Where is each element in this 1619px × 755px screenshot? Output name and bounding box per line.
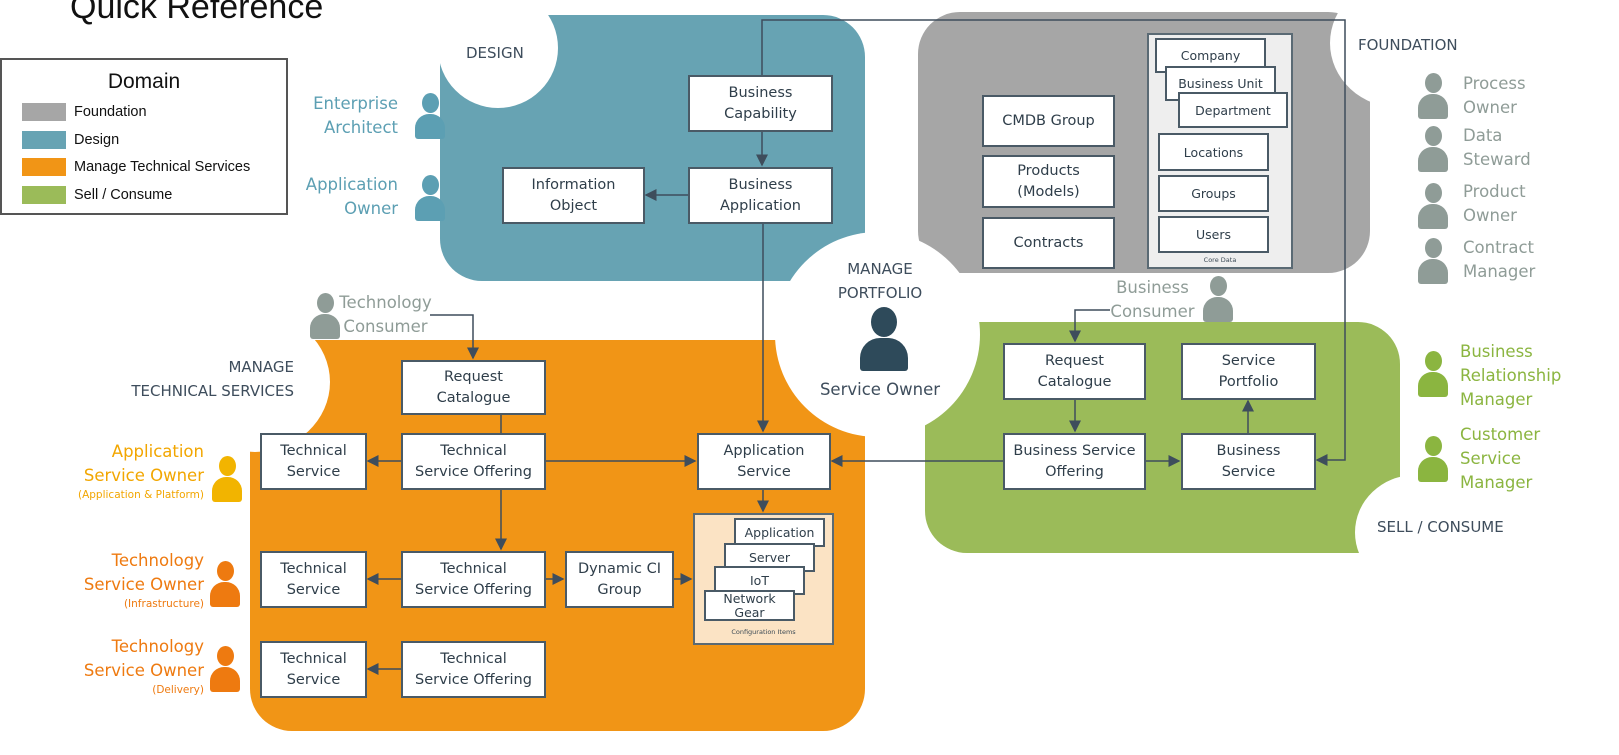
sell-consume-label: SELL / CONSUME [1377, 518, 1504, 536]
application-owner-label: Application Owner [305, 175, 398, 218]
technology-consumer-icon [310, 293, 340, 339]
manage-portfolio-label: MANAGE PORTFOLIO [837, 260, 923, 302]
technical-service-box-3[interactable]: Technical Service [260, 641, 367, 698]
locations-box[interactable]: Locations [1158, 133, 1269, 171]
process-owner-label: Process Owner [1463, 74, 1526, 117]
department-box[interactable]: Department [1178, 92, 1288, 128]
business-consumer-label: Business Consumer [1110, 278, 1195, 321]
product-owner-icon [1418, 183, 1448, 229]
legend-item-design: Design [22, 131, 119, 149]
service-owner-icon [860, 307, 908, 371]
contract-manager-icon [1418, 238, 1448, 284]
legend-title: Domain [107, 70, 181, 93]
customer-service-manager-icon [1418, 436, 1448, 482]
business-application-box[interactable]: Business Application [688, 167, 833, 224]
legend-item-manage-technical: Manage Technical Services [22, 158, 250, 176]
business-relationship-manager-icon [1418, 351, 1448, 397]
sell-request-catalogue-box[interactable]: Request Catalogue [1003, 343, 1146, 400]
application-service-owner-label: Application Service Owner(Application & … [77, 442, 204, 501]
contract-manager-label: Contract Manager [1463, 238, 1536, 281]
legend-item-foundation: Foundation [22, 103, 147, 121]
users-box[interactable]: Users [1158, 216, 1269, 253]
legend: Domain Foundation Design Manage Technica… [0, 58, 288, 215]
products-box[interactable]: Products (Models) [982, 155, 1115, 208]
technology-service-owner-delivery-icon [210, 646, 240, 692]
technology-service-owner-infra-label: Technology Service Owner(Infrastructure) [83, 551, 204, 610]
application-owner-icon [415, 175, 445, 221]
technical-service-offering-box-3[interactable]: Technical Service Offering [401, 641, 546, 698]
core-data-label: Core Data [1203, 256, 1237, 264]
business-capability-box[interactable]: Business Capability [688, 75, 833, 132]
tech-request-catalogue-box[interactable]: Request Catalogue [401, 360, 546, 415]
cmdb-group-box[interactable]: CMDB Group [982, 95, 1115, 147]
product-owner-label: Product Owner [1463, 182, 1526, 225]
contracts-box[interactable]: Contracts [982, 217, 1115, 269]
manage-technical-label: MANAGE TECHNICAL SERVICES [131, 358, 294, 400]
page-title: Quick Reference [70, 0, 324, 26]
service-owner-label: Service Owner [819, 380, 941, 399]
technology-service-owner-infra-icon [210, 561, 240, 607]
ci-network-gear-box[interactable]: Network Gear [704, 590, 795, 621]
business-relationship-manager-label: Business Relationship Manager [1460, 342, 1562, 409]
application-service-box[interactable]: Application Service [697, 433, 831, 490]
technical-service-box-1[interactable]: Technical Service [260, 433, 367, 490]
enterprise-architect-label: Enterprise Architect [313, 94, 398, 137]
groups-box[interactable]: Groups [1158, 175, 1269, 212]
configuration-items-label: Configuration Items [731, 628, 796, 636]
technology-consumer-label: Technology Consumer [339, 293, 432, 336]
data-steward-icon [1418, 126, 1448, 172]
customer-service-manager-label: Customer Service Manager [1460, 425, 1541, 492]
business-consumer-icon [1203, 276, 1233, 322]
legend-item-sell-consume: Sell / Consume [22, 186, 172, 204]
technical-service-box-2[interactable]: Technical Service [260, 551, 367, 608]
design-label: DESIGN [466, 44, 524, 62]
technology-service-owner-delivery-label: Technology Service Owner(Delivery) [83, 637, 204, 696]
technical-service-offering-box-2[interactable]: Technical Service Offering [401, 551, 546, 608]
process-owner-icon [1418, 73, 1448, 119]
data-steward-label: Data Steward [1463, 126, 1531, 169]
technical-service-offering-box-1[interactable]: Technical Service Offering [401, 433, 546, 490]
business-service-offering-box[interactable]: Business Service Offering [1003, 433, 1146, 490]
application-service-owner-icon [212, 456, 242, 502]
enterprise-architect-icon [415, 93, 445, 139]
foundation-label: FOUNDATION [1358, 36, 1458, 54]
information-object-box[interactable]: Information Object [502, 167, 645, 224]
service-portfolio-box[interactable]: Service Portfolio [1181, 343, 1316, 400]
dynamic-ci-group-box[interactable]: Dynamic CI Group [565, 551, 674, 608]
business-service-box[interactable]: Business Service [1181, 433, 1316, 490]
